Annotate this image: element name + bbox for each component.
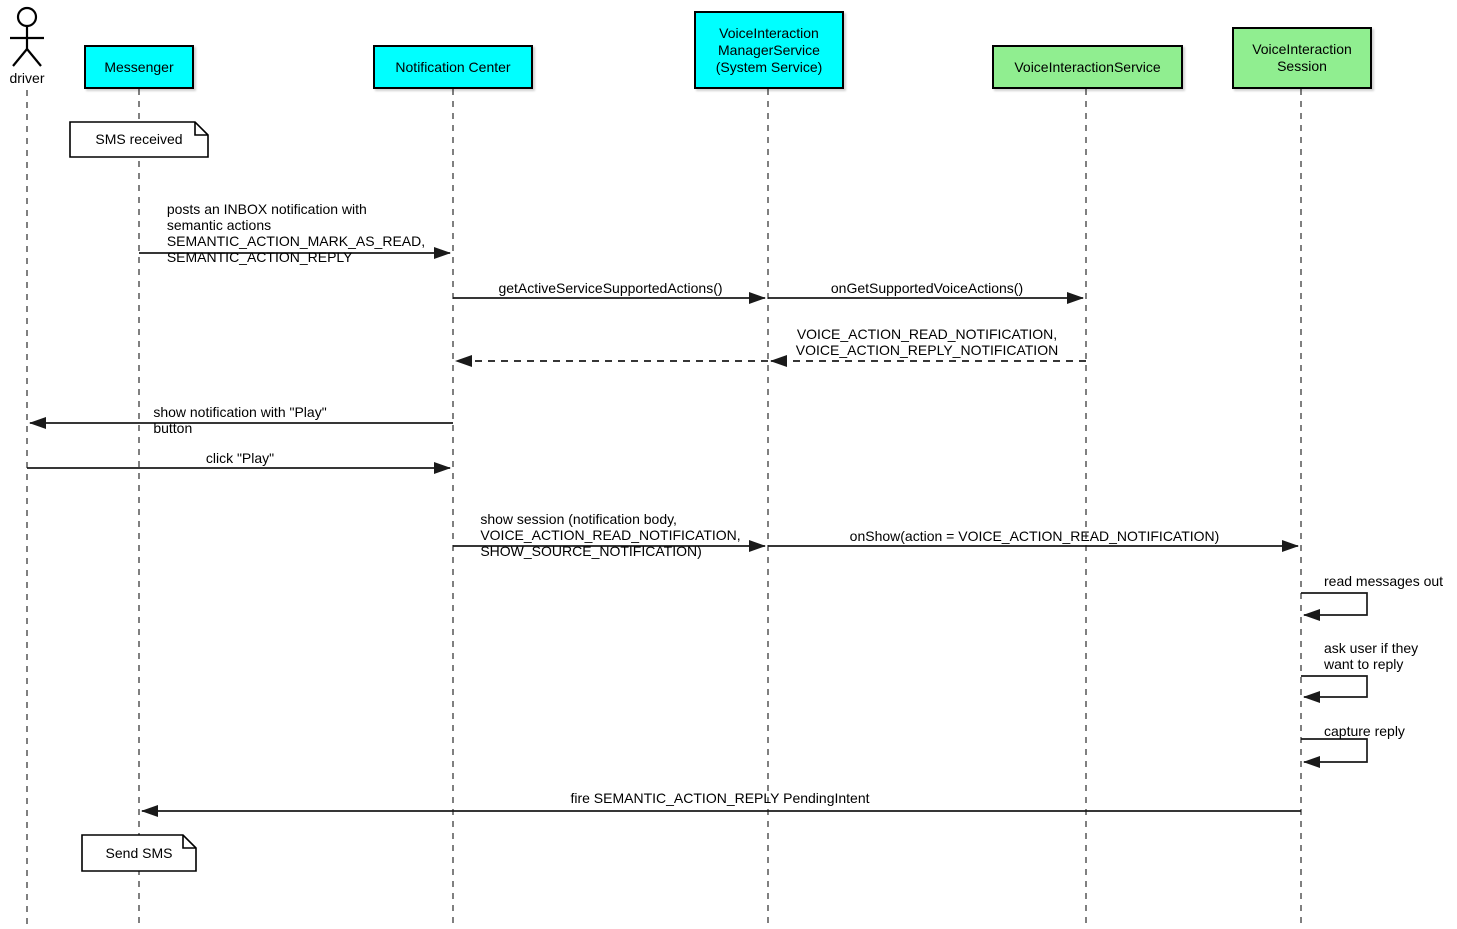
message-show-notification-play-button: show notification with "Play" button — [27, 388, 453, 436]
message-posts-inbox-notification: posts an INBOX notification with semanti… — [139, 185, 453, 265]
participant-voice-interaction-manager-service: VoiceInteraction ManagerService (System … — [694, 11, 844, 89]
note-shape-send-sms — [81, 834, 197, 872]
message-get-active-service-supported-actions: getActiveServiceSupportedActions() — [498, 280, 723, 296]
message-on-show: onShow(action = VOICE_ACTION_READ_NOTIFI… — [849, 528, 1220, 544]
message-fire-semantic-action-reply: fire SEMANTIC_ACTION_REPLY PendingIntent — [570, 790, 870, 806]
participant-voice-interaction-manager-service-label: VoiceInteraction ManagerService (System … — [715, 24, 823, 75]
arrow-self-read-messages-out — [1301, 592, 1368, 621]
message-ask-user-reply: ask user if they want to reply — [1324, 640, 1419, 672]
message-posts-inbox-notification-text: posts an INBOX notification with semanti… — [166, 201, 426, 265]
participant-voice-interaction-service: VoiceInteractionService — [992, 45, 1183, 89]
note-shape-sms-received — [69, 121, 209, 158]
note-send-sms: Send SMS — [105, 845, 173, 861]
message-on-get-supported-voice-actions: onGetSupportedVoiceActions() — [830, 280, 1024, 296]
note-fold-send-sms-icon — [182, 835, 196, 849]
message-show-session-text: show session (notification body, VOICE_A… — [480, 511, 741, 559]
participant-notification-center-label: Notification Center — [395, 58, 511, 75]
note-shapes — [69, 121, 209, 872]
note-fold-sms-received-icon — [194, 122, 208, 136]
arrow-self-ask-user-reply — [1301, 675, 1368, 703]
participant-messenger-label: Messenger — [104, 58, 174, 75]
participant-voice-interaction-service-label: VoiceInteractionService — [1014, 58, 1161, 75]
message-click-play: click "Play" — [205, 450, 275, 466]
arrow-self-capture-reply — [1301, 738, 1368, 768]
message-arrows — [27, 247, 1368, 817]
message-return-voice-actions: VOICE_ACTION_READ_NOTIFICATION, VOICE_AC… — [795, 326, 1059, 358]
participant-voice-interaction-session: VoiceInteraction Session — [1232, 27, 1372, 89]
message-read-messages-out: read messages out — [1324, 573, 1444, 589]
lifelines — [26, 89, 1302, 929]
message-show-notification-play-button-text: show notification with "Play" button — [153, 404, 327, 436]
message-show-session: show session (notification body, VOICE_A… — [453, 495, 768, 559]
actor-driver-icon — [10, 6, 44, 67]
participant-notification-center: Notification Center — [373, 45, 533, 89]
message-capture-reply: capture reply — [1324, 723, 1405, 739]
note-sms-received: SMS received — [95, 131, 183, 147]
participant-voice-interaction-session-label: VoiceInteraction Session — [1252, 41, 1352, 74]
actor-driver-label: driver — [9, 70, 45, 86]
participant-messenger: Messenger — [84, 45, 194, 89]
